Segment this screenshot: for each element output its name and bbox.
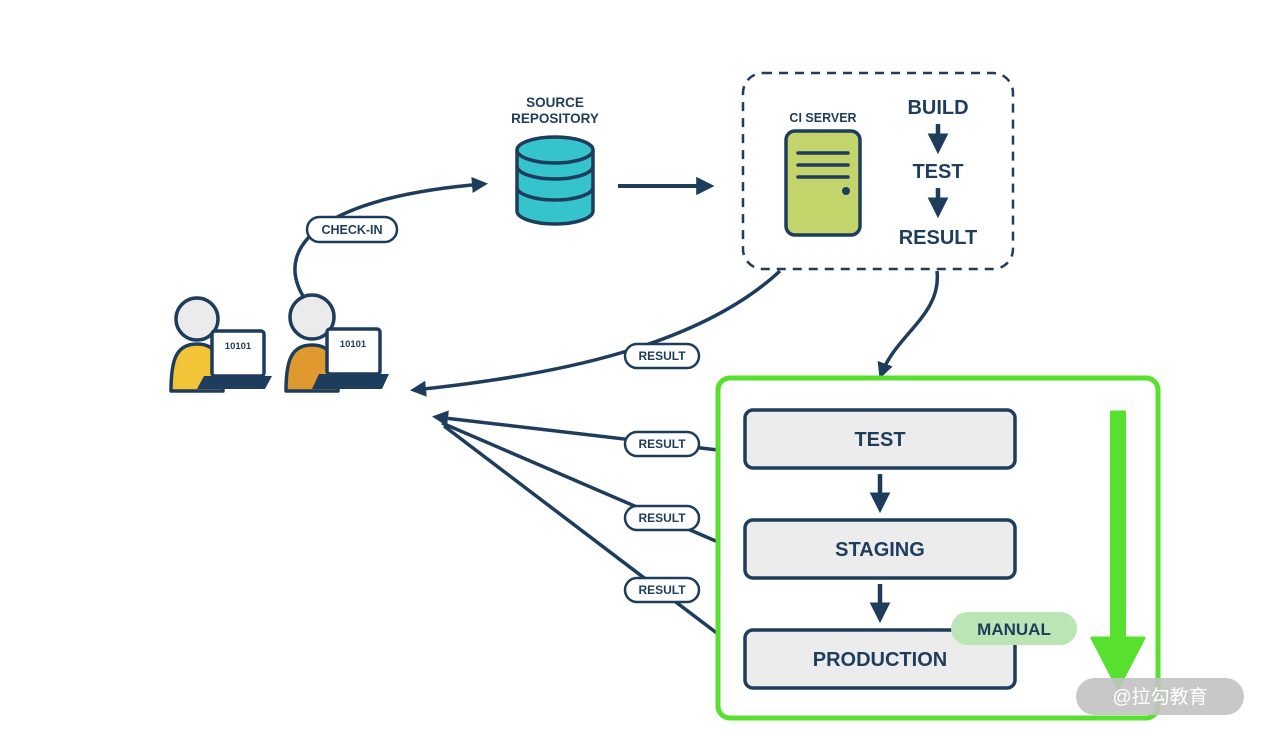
manual-badge: MANUAL <box>951 612 1077 645</box>
ci-steps: BUILD TEST RESULT <box>899 97 978 249</box>
laptop-icon-1: 10101 <box>197 329 272 389</box>
result-pill-3: RESULT <box>623 504 701 532</box>
laptop-1-screen <box>210 329 266 378</box>
database-icon <box>515 135 595 226</box>
source-repo-label-line2: REPOSITORY <box>511 111 599 126</box>
result-pill-4: RESULT <box>623 576 701 604</box>
ci-step-test: TEST <box>912 161 963 183</box>
env-test-label: TEST <box>854 429 905 451</box>
laptop-icon-2: 10101 <box>312 327 389 389</box>
check-in-label: CHECK-IN <box>321 223 382 237</box>
laptop-2-screen <box>325 327 382 376</box>
watermark-text: @拉勾教育 <box>1112 686 1207 708</box>
watermark-badge: @拉勾教育 <box>1076 678 1244 715</box>
laptop-1-code: 10101 <box>225 341 252 352</box>
source-repository: SOURCE REPOSITORY <box>511 95 599 226</box>
ci-step-result: RESULT <box>899 227 978 249</box>
developer-2: 10101 <box>284 293 389 393</box>
result-pill-2-label: RESULT <box>638 437 686 451</box>
developer-2-head <box>288 293 336 341</box>
env-staging-box: STAGING <box>743 518 1017 580</box>
laptop-2-code: 10101 <box>340 339 367 350</box>
environments-highlight-box <box>715 375 1161 721</box>
developer-1-head <box>174 296 220 342</box>
result-pill-2: RESULT <box>623 430 701 458</box>
result-pill-1: RESULT <box>623 342 701 370</box>
result-pill-1-label: RESULT <box>638 349 686 363</box>
env-production-box: PRODUCTION <box>743 628 1017 690</box>
big-green-down-arrow <box>1090 410 1146 690</box>
env-test-box: TEST <box>743 408 1017 470</box>
ci-result-to-dev-arrow <box>409 269 782 397</box>
check-in-pill: CHECK-IN <box>305 215 399 244</box>
ci-to-environments-arrow <box>877 270 939 379</box>
laptop-2-base <box>312 374 389 389</box>
result-pill-4-label: RESULT <box>638 583 686 597</box>
manual-label: MANUAL <box>977 620 1051 639</box>
env-production-label: PRODUCTION <box>813 649 947 671</box>
developer-1: 10101 <box>169 296 272 393</box>
source-repo-label-line1: SOURCE <box>526 95 584 110</box>
ci-server: CI SERVER <box>784 111 862 237</box>
result-pill-3-label: RESULT <box>638 511 686 525</box>
laptop-1-base <box>197 376 272 389</box>
ci-step-build: BUILD <box>907 97 968 119</box>
env-staging-label: STAGING <box>835 539 925 561</box>
ci-server-label: CI SERVER <box>789 111 856 125</box>
server-icon <box>784 129 862 237</box>
